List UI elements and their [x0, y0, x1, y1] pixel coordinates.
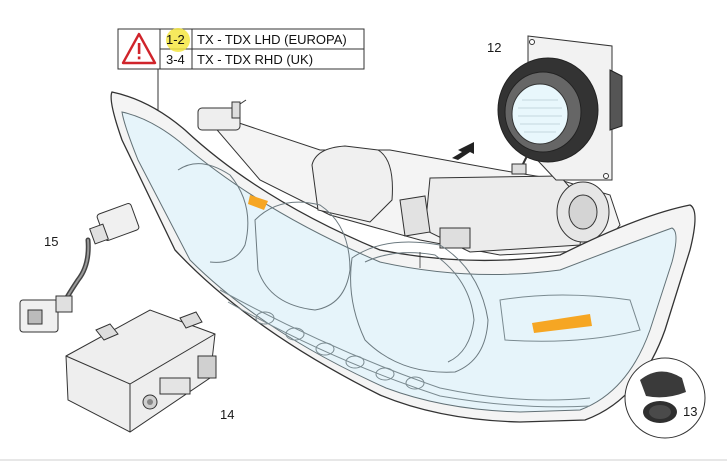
variant-row-1-text: TX - TDX LHD (EUROPA) — [197, 32, 347, 47]
projector-bowls — [177, 163, 489, 373]
variant-row-2-code: 3-4 — [166, 52, 185, 67]
variant-row-2-text: TX - TDX RHD (UK) — [197, 52, 313, 67]
led-strip — [219, 289, 641, 408]
callout-15: 15 — [44, 234, 58, 249]
warning-triangle-icon — [121, 32, 157, 65]
headlight-assembly — [110, 91, 696, 423]
variant-row-1-code: 1-2 — [166, 32, 185, 47]
callout-12: 12 — [487, 40, 501, 55]
fog-lamp — [497, 35, 623, 181]
highlight-marker — [166, 28, 190, 52]
rear-cap — [311, 145, 610, 253]
control-module — [65, 309, 217, 433]
variant-table: 1-2 TX - TDX LHD (EUROPA) 3-4 TX - TDX R… — [117, 28, 365, 160]
direction-arrow-icon — [452, 142, 474, 160]
wiring-harness — [19, 203, 140, 333]
amber-reflector-right — [532, 314, 592, 333]
amber-reflector-left — [248, 195, 268, 210]
grommet-detail — [624, 357, 706, 439]
callout-14: 14 — [220, 407, 234, 422]
adjuster-screw — [197, 99, 247, 131]
callout-13: 13 — [683, 404, 697, 419]
